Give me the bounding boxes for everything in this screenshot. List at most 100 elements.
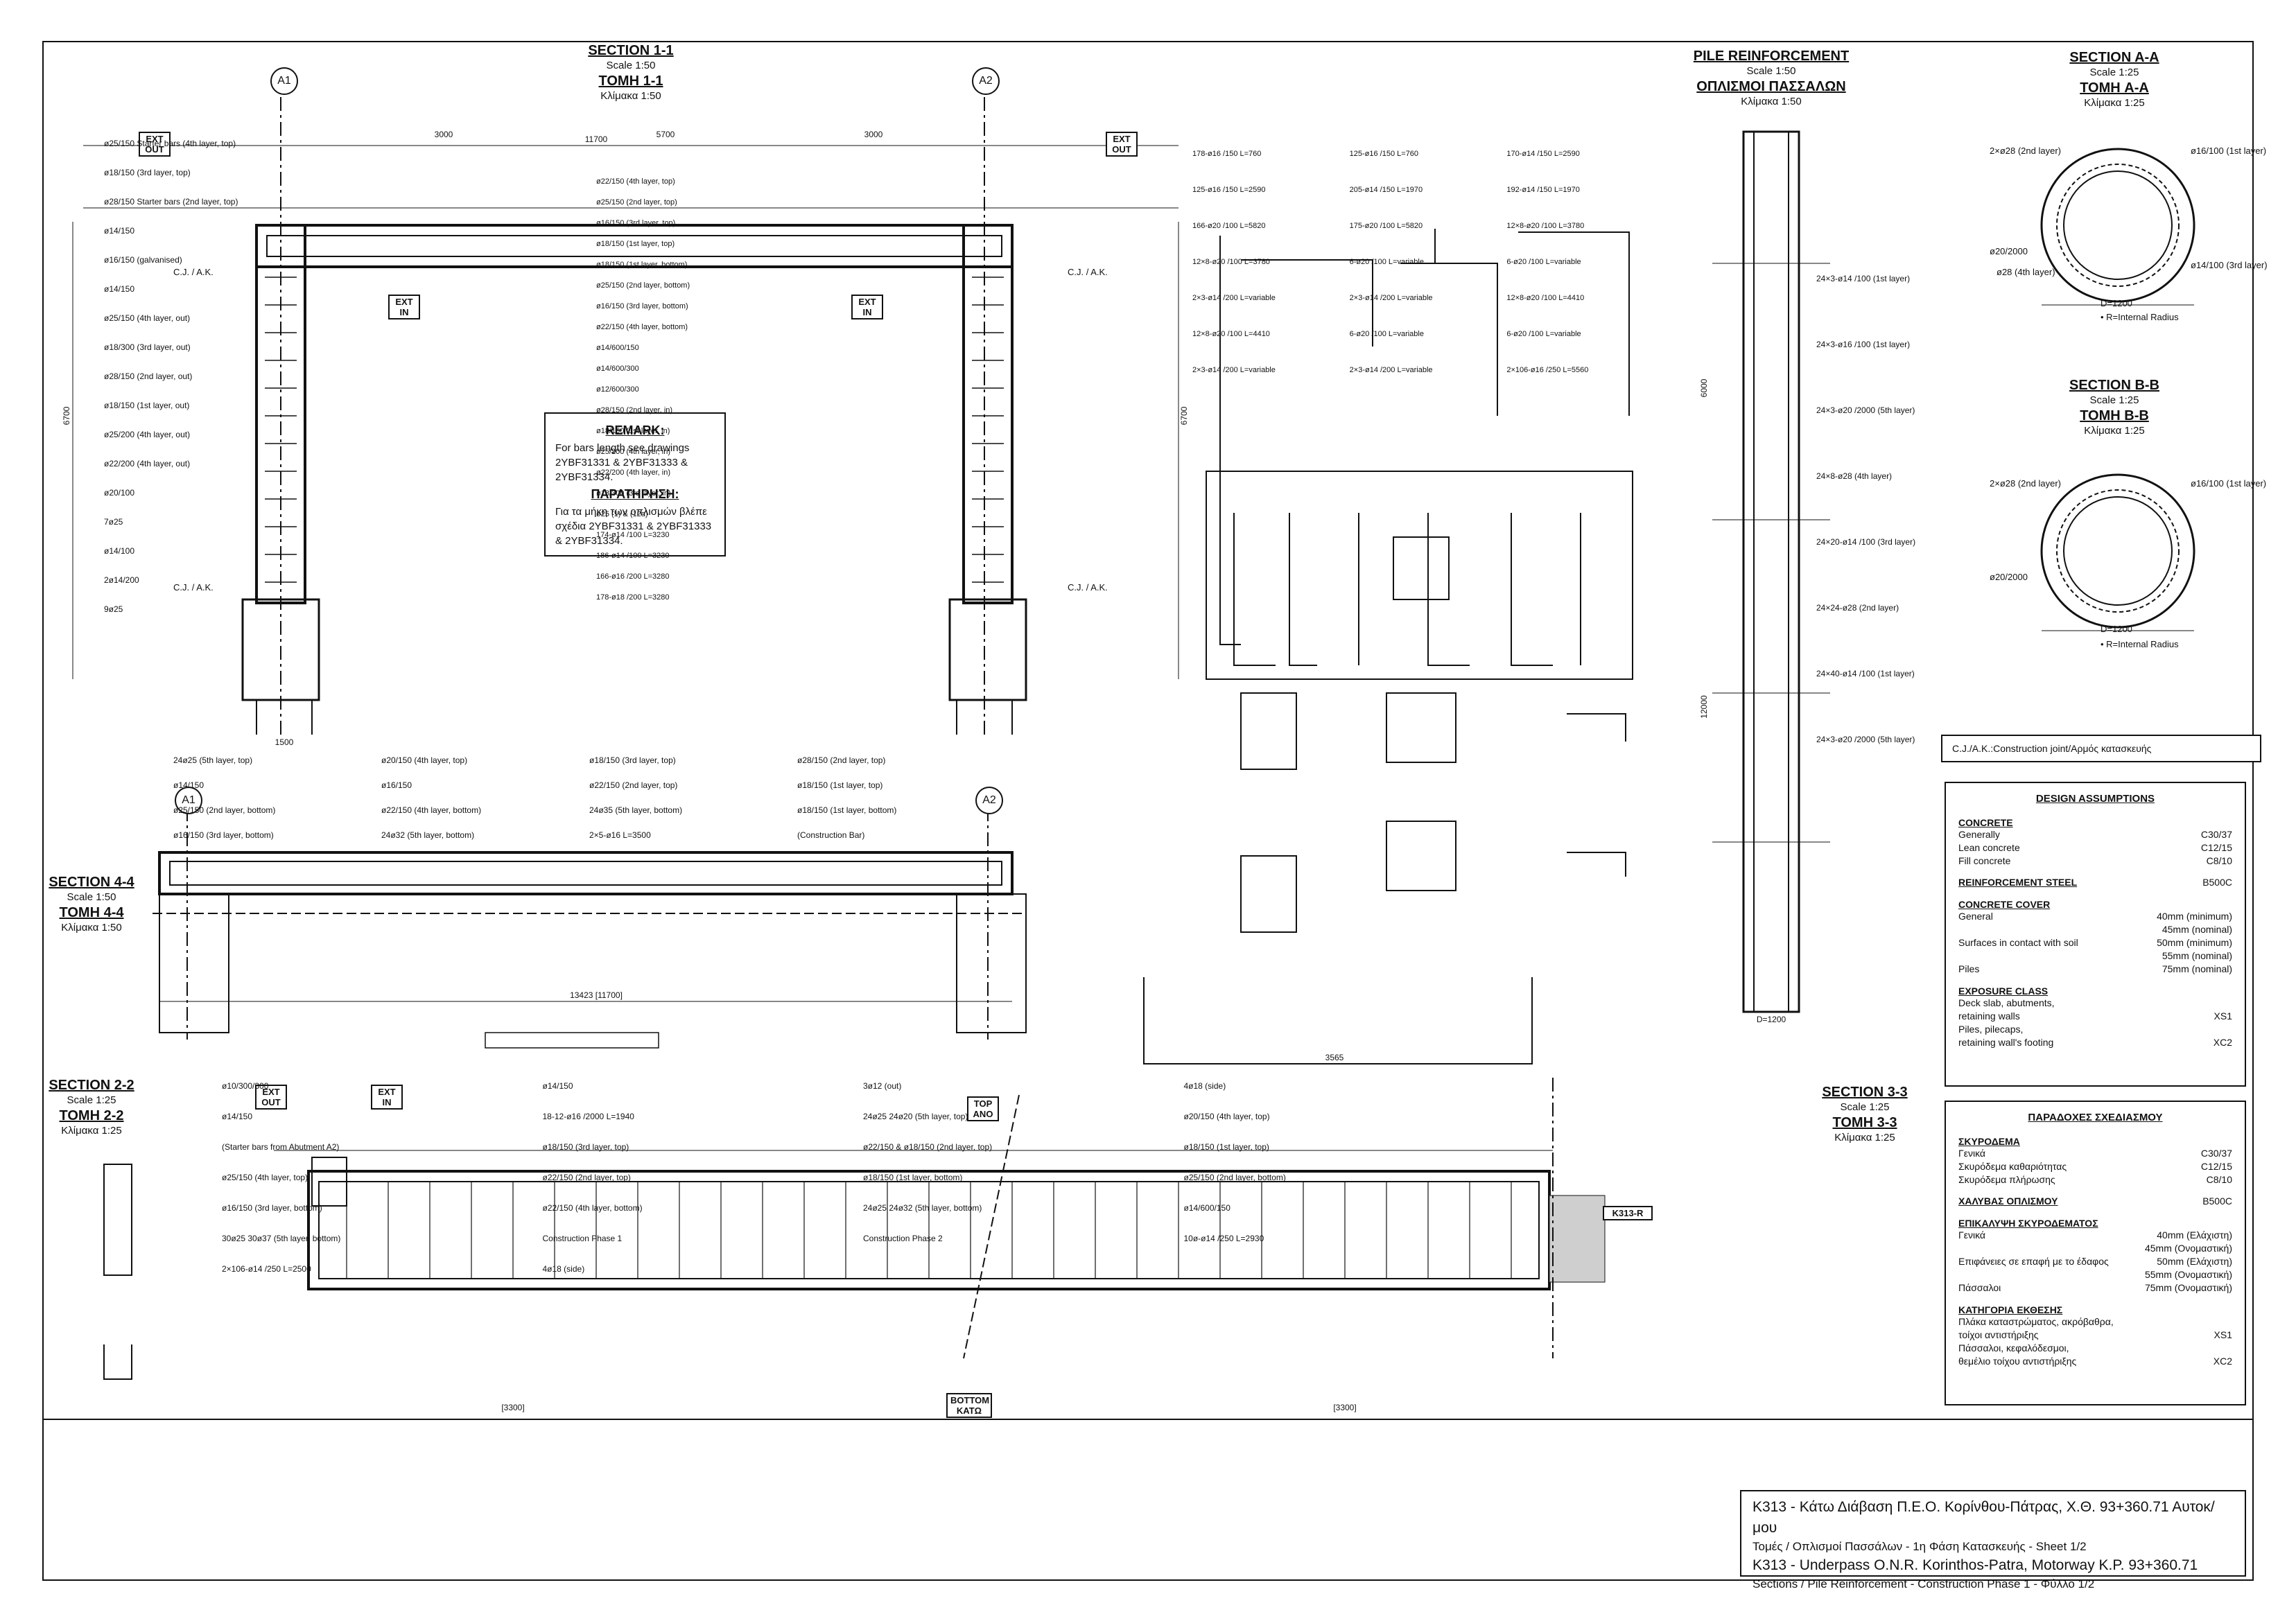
bar-label: ø22/150 (4th layer, bottom) xyxy=(596,323,688,331)
bar-label: 125-ø16 /150 L=2590 xyxy=(1192,186,1266,194)
design-row-value: 40mm (minimum) xyxy=(2157,911,2232,922)
design-heading: ΠΑΡΑΔΟΧΕΣ ΣΧΕΔΙΑΣΜΟΥ xyxy=(2028,1112,2163,1123)
design-steel: ΧΑΛΥΒΑΣ ΟΠΛΙΣΜΟΥ xyxy=(1958,1195,2058,1207)
bar-label: 24×3-ø16 /100 (1st layer) xyxy=(1816,340,1911,349)
bar-label: 12×8-ø20 /100 L=3780 xyxy=(1506,222,1585,230)
section-2-2-scale-gr: Κλίμακα 1:25 xyxy=(61,1125,122,1137)
bar-label: ø25/150 (2nd layer, bottom) xyxy=(173,805,276,815)
section-3-3-scale: Scale 1:25 xyxy=(1840,1101,1890,1113)
bar-label: ø12/600/300 xyxy=(596,385,639,394)
bar-label: ø25/150 Starter bars (4th layer, top) xyxy=(104,139,236,148)
ring-b-inner-label: 2×ø28 (2nd layer) xyxy=(1990,478,2061,489)
bar-label: ø16/150 (3rd layer, top) xyxy=(596,219,676,227)
axis-a2-bubble-44: A2 xyxy=(975,787,1003,814)
design-row-label xyxy=(1958,1268,1965,1281)
bar-label: 7ø25 xyxy=(104,517,123,527)
bar-label: ø14/150 xyxy=(104,284,135,294)
design-steel-value: B500C xyxy=(2202,877,2232,888)
bar-label: 6-ø20 /100 L=variable xyxy=(1349,330,1424,338)
design-concrete: ΣΚΥΡΟΔΕΜΑ xyxy=(1958,1136,2020,1147)
bar-label: ø20/150 (4th layer, top) xyxy=(381,755,468,765)
design-cover: ΕΠΙΚΑΛΥΨΗ ΣΚΥΡΟΔΕΜΑΤΟΣ xyxy=(1958,1218,2098,1229)
bar-label: 24ø35 (5th layer, bottom) xyxy=(589,805,683,815)
section-1-1-scale: Scale 1:50 xyxy=(606,60,656,71)
section-2-2-heading-gr: ΤΟΜΗ 2-2 xyxy=(59,1108,124,1123)
bar-label: ø18/150 (1st layer, top) xyxy=(1183,1142,1269,1152)
bar-label: ø28/150 (2nd layer, top) xyxy=(797,755,886,765)
design-row: 45mm (Ονομαστική) xyxy=(1958,1242,2232,1255)
ext-out-tag-22: EXT OUT xyxy=(255,1085,287,1110)
bar-label: 2×3-ø14 /200 L=variable xyxy=(1192,366,1276,374)
remark-heading: REMARK: xyxy=(605,423,665,437)
bar-label: ø14/600/150 xyxy=(1183,1203,1230,1213)
design-row-value: 40mm (Ελάχιστη) xyxy=(2157,1229,2232,1241)
bar-label: ø16/150 (3rd layer, bottom) xyxy=(222,1203,322,1213)
ring-a-3rd-label: ø14/100 (3rd layer) xyxy=(2191,260,2268,270)
section-2-2-title: SECTION 2-2 Scale 1:25 ΤΟΜΗ 2-2 Κλίμακα … xyxy=(43,1078,140,1139)
bar-label: 166-ø16 /200 L=3280 xyxy=(596,572,670,581)
section-1-1-scale-gr: Κλίμακα 1:50 xyxy=(600,90,661,102)
section-b-b-title: SECTION B-B Scale 1:25 ΤΟΜΗ B-B Κλίμακα … xyxy=(2052,378,2177,439)
bar-label: ø20/150 (4th layer, top) xyxy=(1183,1112,1270,1121)
design-row-label: Πάσσαλοι, κεφαλόδεσμοι, xyxy=(1958,1342,2069,1353)
design-row-value: C8/10 xyxy=(2206,1174,2232,1185)
section-3-3-scale-gr: Κλίμακα 1:25 xyxy=(1834,1132,1895,1144)
design-row-label xyxy=(1958,949,1965,963)
bar-label: ø18/150 (1st layer, top) xyxy=(596,240,675,248)
design-row-label: Deck slab, abutments, xyxy=(1958,997,2055,1008)
design-row-value: 45mm (nominal) xyxy=(2162,924,2232,935)
bar-label: 10ø-ø14 /250 L=2930 xyxy=(1183,1234,1264,1243)
ring-b-radius-note: • R=Internal Radius xyxy=(2101,639,2179,649)
bar-label: 4ø18 (side) xyxy=(1183,1081,1226,1091)
dim-12000: 12000 xyxy=(1699,695,1709,719)
ext-out-tag-left: EXT OUT xyxy=(139,132,171,157)
bottom-tag: BOTTOM KATΩ xyxy=(946,1393,992,1418)
cj-label-left: C.J. / A.K. xyxy=(173,267,214,277)
bar-label: ø14/100 xyxy=(104,546,135,556)
bar-label: 24×8-ø28 (4th layer) xyxy=(1816,471,1893,481)
k313r-tag: K313-R xyxy=(1603,1206,1653,1220)
bar-label: 24ø25 24ø32 (5th layer, bottom) xyxy=(863,1203,982,1213)
section-3-3-heading-gr: ΤΟΜΗ 3-3 xyxy=(1832,1115,1897,1130)
bar-label: ø28/150 (2nd layer, out) xyxy=(104,371,193,381)
design-row-value: XS1 xyxy=(2214,1329,2232,1340)
bar-label: ø14/150 xyxy=(222,1112,253,1121)
dim-3300-left: [3300] xyxy=(501,1403,524,1412)
bar-label: ø22/150 (4th layer, bottom) xyxy=(542,1203,643,1213)
section-b-b-scale-gr: Κλίμακα 1:25 xyxy=(2084,425,2145,437)
section-1-1-title: SECTION 1-1 Scale 1:50 ΤΟΜΗ 1-1 Κλίμακα … xyxy=(568,43,693,104)
bar-label: 12×8-ø20 /100 L=4410 xyxy=(1192,330,1270,338)
bar-label: ø20/100 xyxy=(104,488,135,498)
bar-label: ø25/200 (4th layer, out) xyxy=(104,430,191,439)
design-row-value: XS1 xyxy=(2214,1010,2232,1022)
bar-label: 6-ø20 /100 L=variable xyxy=(1506,258,1581,266)
design-row: Πλάκα καταστρώματος, ακρόβαθρα, xyxy=(1958,1315,2232,1329)
top-tag: TOP ANO xyxy=(967,1096,999,1121)
bar-label: 178-ø18 /200 L=3280 xyxy=(596,593,670,602)
bar-label: 24×3-ø14 /100 (1st layer) xyxy=(1816,274,1911,283)
bar-label: ø28/150 (2nd layer, in) xyxy=(596,406,673,414)
bar-label: ø10/300/300 xyxy=(222,1081,269,1091)
bar-label: ø25/150 (2nd layer, bottom) xyxy=(596,281,690,290)
design-steel: REINFORCEMENT STEEL xyxy=(1958,877,2078,888)
design-row-value: 75mm (Ονομαστική) xyxy=(2144,1282,2232,1293)
title-line-1: K313 - Κάτω Διάβαση Π.Ε.Ο. Κορίνθου-Πάτρ… xyxy=(1753,1499,2215,1536)
bar-label: ø18/150 (1st layer, out) xyxy=(104,401,190,410)
pile-scale-gr: Κλίμακα 1:50 xyxy=(1741,96,1802,107)
axis-a2-bubble: A2 xyxy=(972,67,1000,95)
design-row-value: 50mm (minimum) xyxy=(2157,937,2232,948)
bar-label: ø14/600/300 xyxy=(596,365,639,373)
bar-label: ø16/150 (galvanised) xyxy=(104,255,182,265)
bar-label: 125-ø16 /150 L=760 xyxy=(1349,150,1419,158)
bar-label: ø22/150 (2nd layer, top) xyxy=(542,1173,631,1182)
ext-out-tag-right: EXT OUT xyxy=(1106,132,1138,157)
cj-label-right: C.J. / A.K. xyxy=(1068,267,1108,277)
bar-label: ø25/150 (4th layer, top) xyxy=(222,1173,308,1182)
design-row-label: Piles xyxy=(1958,963,1980,974)
ring-a-4th-label: ø28 (4th layer) xyxy=(1997,267,2055,277)
bar-label: 192-ø14 /150 L=1970 xyxy=(1506,186,1580,194)
design-row-label: Γενικά xyxy=(1958,1229,1985,1241)
